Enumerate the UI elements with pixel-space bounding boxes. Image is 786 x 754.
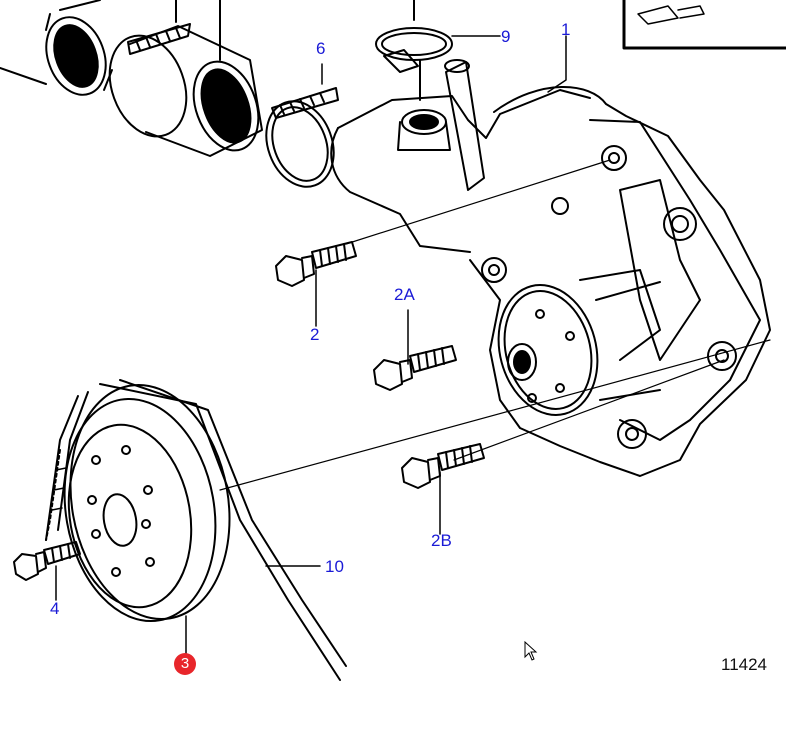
- callout-2a[interactable]: 2A: [394, 285, 415, 304]
- figure-number: 11424: [721, 655, 768, 674]
- sealant-tube-inset: [622, 0, 786, 50]
- callout-6[interactable]: 6: [316, 39, 326, 58]
- pulley-3: [45, 384, 231, 623]
- bolt-2a: [373, 345, 457, 391]
- hose-clamp-6: [265, 87, 339, 188]
- callout-9[interactable]: 9: [501, 27, 511, 46]
- bolt-2b: [401, 443, 485, 489]
- water-pump-housing: [469, 86, 771, 477]
- water-pump-outlet: [330, 0, 591, 253]
- callout-1[interactable]: 1: [561, 20, 571, 39]
- coolant-hose: [0, 0, 113, 96]
- drive-belt-10: [45, 379, 347, 681]
- bolt-2: [275, 241, 357, 287]
- leader-lines: [55, 35, 771, 657]
- callout-4[interactable]: 4: [50, 599, 60, 618]
- pump-hub-flange: [497, 281, 661, 416]
- bolt-4: [13, 541, 81, 581]
- callout-10[interactable]: 10: [325, 557, 344, 576]
- callout-2[interactable]: 2: [310, 325, 320, 344]
- callout-2b[interactable]: 2B: [431, 531, 452, 550]
- hose-with-clamp: [108, 0, 263, 157]
- callout-3-selected[interactable]: 3: [174, 653, 196, 675]
- mouse-cursor-icon: [524, 641, 538, 661]
